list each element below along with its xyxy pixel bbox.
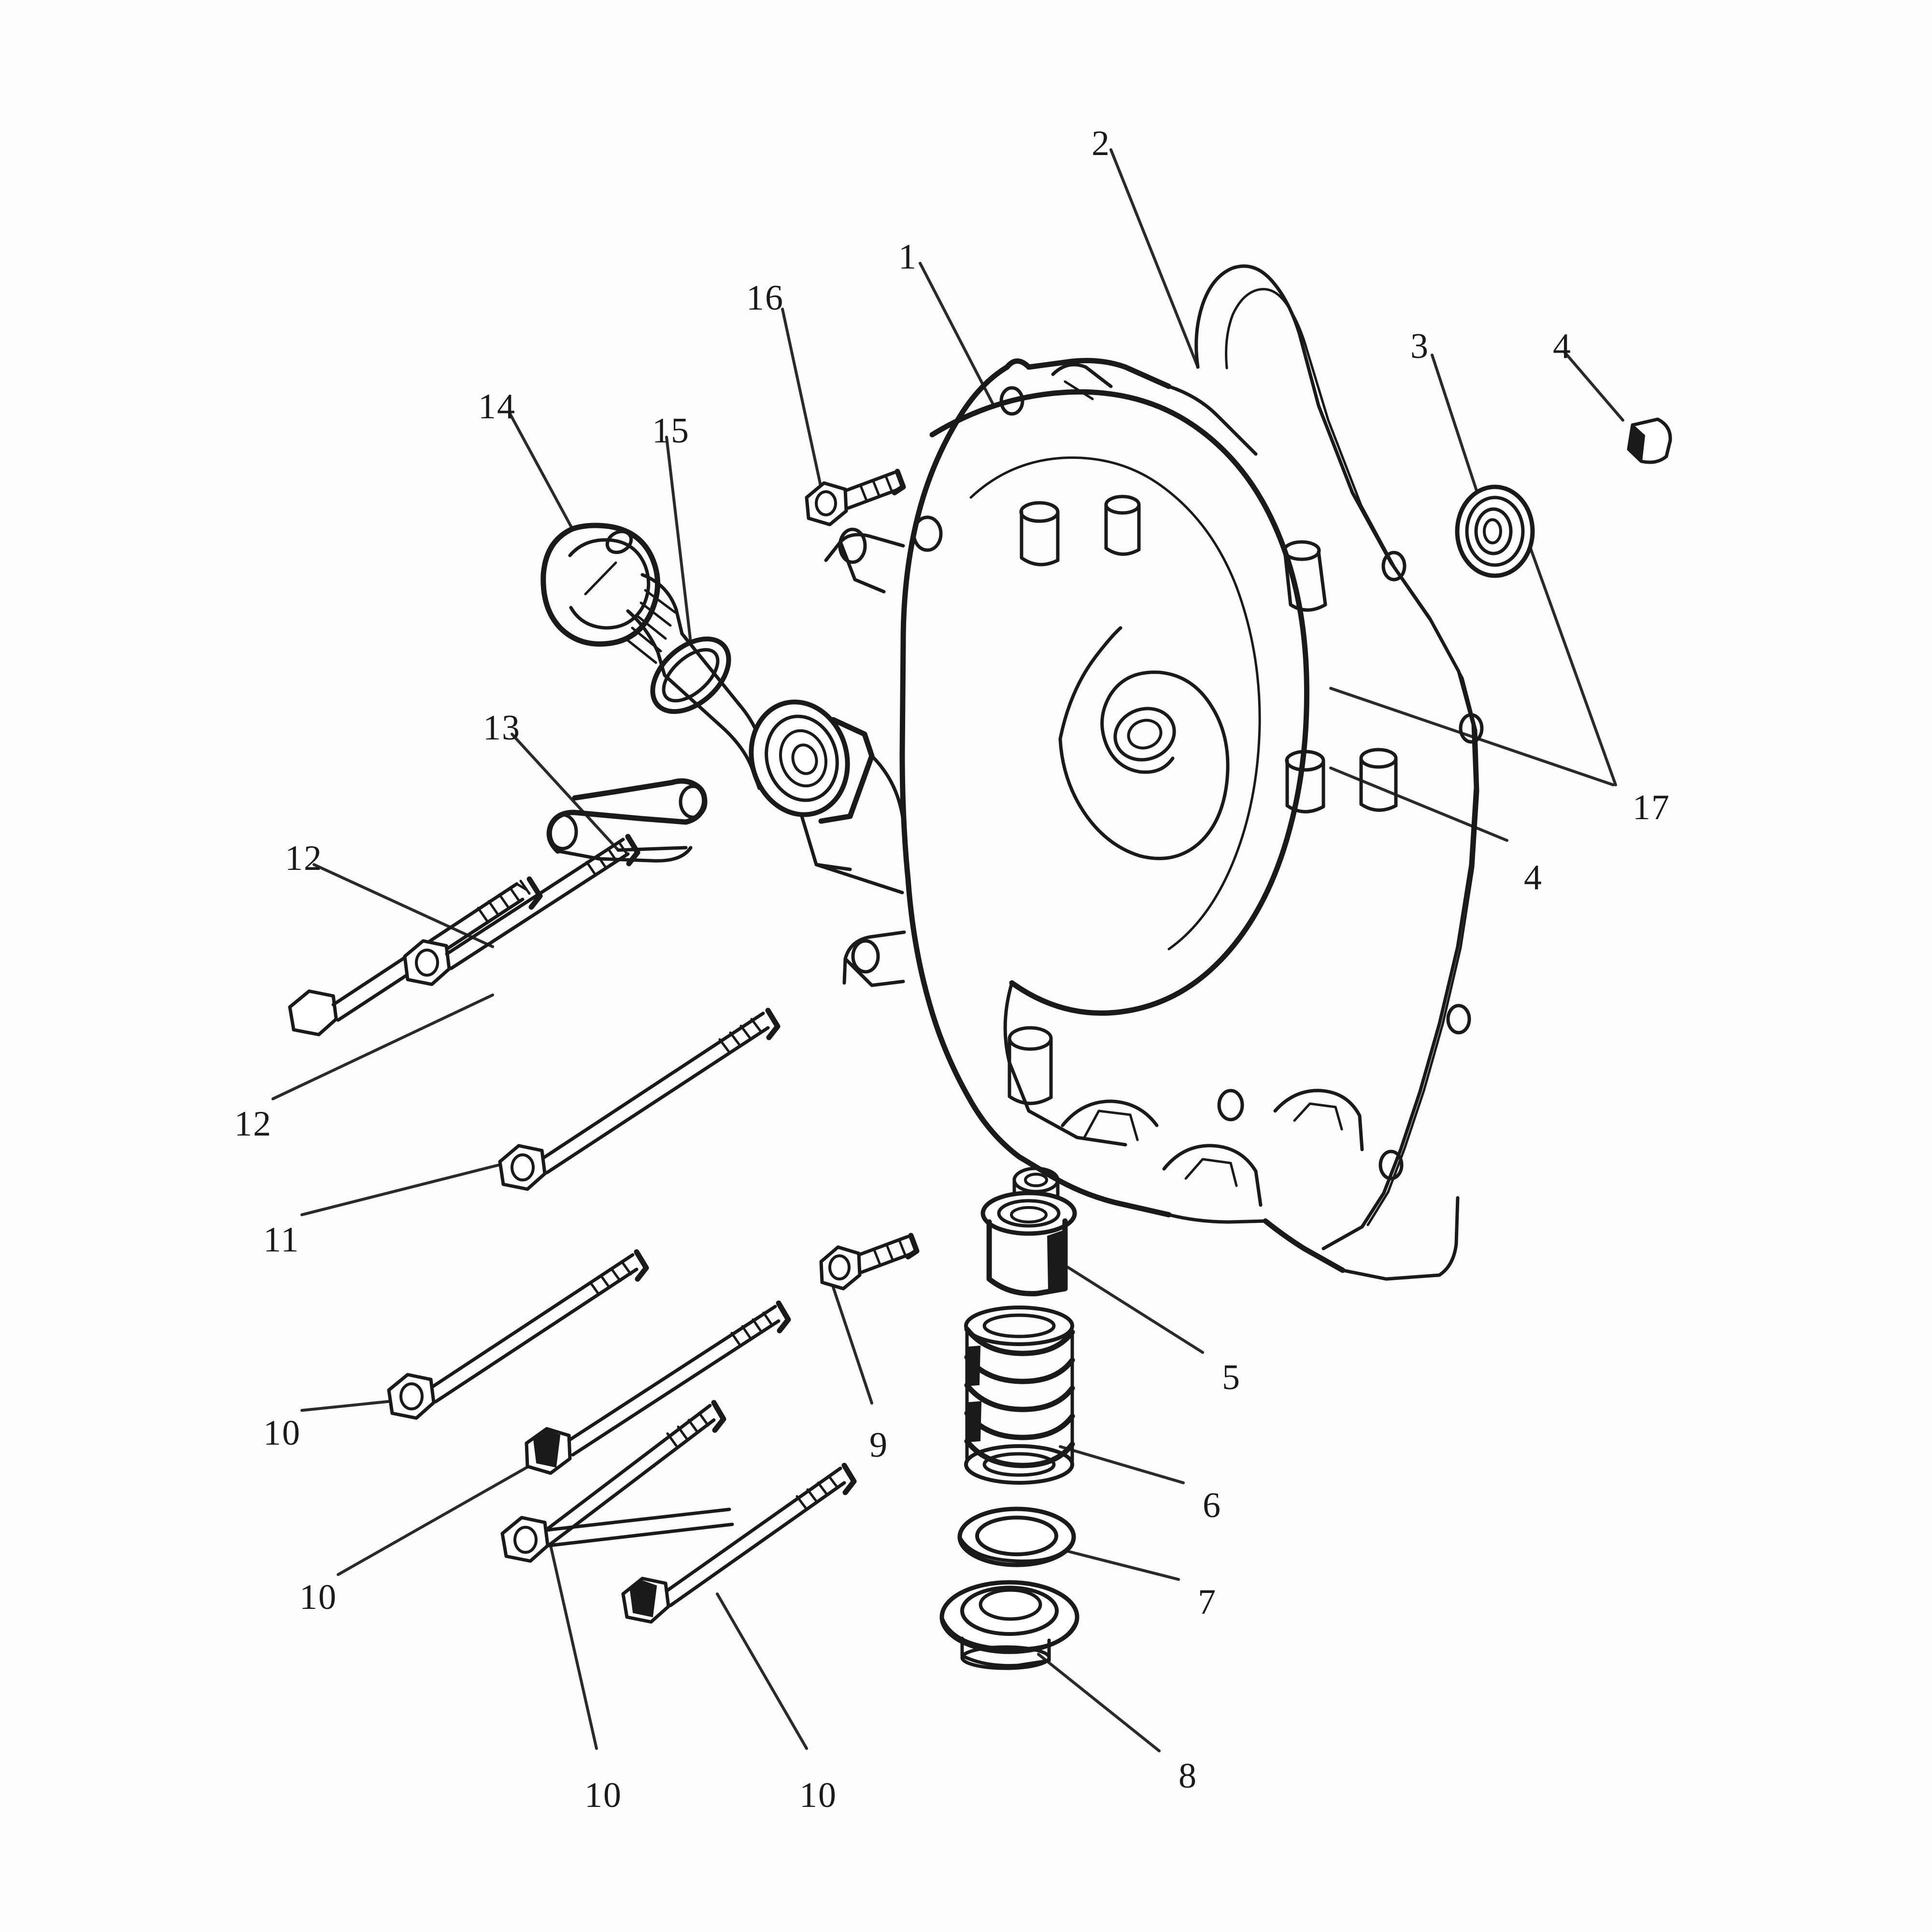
oil-pipe-bracket-part13 [546,778,708,863]
flange-bolt-16 [805,469,906,526]
callout-flange-bolt-long-11: 11 [263,1220,300,1260]
callout-flange-bolt-long-10: 10 [584,1776,622,1815]
callout-oil-seal-3: 3 [1410,327,1429,366]
crankcase-cover-body [824,358,1460,1281]
oil-filler-cap-dipstick-part14 [540,523,769,790]
callout-flange-bolt-short-16: 16 [746,278,784,318]
callout-dowel-pin-4: 4 [1553,327,1572,366]
callout-dowel-pin-4: 4 [1524,858,1543,897]
callout-locating-pin-17: 17 [1633,788,1670,827]
callout-flange-bolt-long-10: 10 [299,1577,337,1617]
flange-bolt-12a [288,876,543,1037]
flange-bolt-10b [525,1300,791,1475]
callout-flange-bolt-medium-12: 12 [234,1104,272,1144]
callout-flange-bolt-long-10: 10 [263,1413,301,1453]
callout-flange-bolt-medium-12: 12 [285,838,323,878]
oil-filler-neck [749,699,905,895]
callout-relief-valve-spring-6: 6 [1203,1486,1222,1525]
callout-relief-valve-cap-5: 5 [1222,1358,1241,1397]
relief-valve-plug-part8 [939,1580,1080,1670]
callout-crankcase-cover-gasket-2: 2 [1092,124,1110,163]
crankcase-cover-gasket [1194,264,1484,1250]
relief-valve-spring-part6 [964,1306,1075,1485]
relief-valve-cap-part5 [980,1191,1077,1296]
cover-bolt-holes [912,386,1244,1122]
dowel-pin-part4 [1627,417,1672,464]
flange-bolt-10a [387,1249,649,1420]
flange-bolt-9 [819,1233,920,1291]
callout-relief-valve-plug-8: 8 [1179,1756,1197,1796]
o-ring-part15 [650,636,731,714]
flange-bolt-10c [500,1400,734,1563]
dipstick-threads [626,589,677,664]
callout-flange-bolt-long-10: 10 [799,1776,837,1815]
flange-bolt-10d [621,1463,857,1624]
leader-lines [271,148,1624,1752]
relief-valve-washer-part7 [957,1506,1076,1567]
callout-flange-bolt-short-9: 9 [869,1425,888,1465]
flange-bolt-12b [403,834,640,986]
callout-oil-filler-cap-dipstick-14: 14 [478,387,516,426]
callout-relief-valve-washer-7: 7 [1198,1582,1217,1622]
oil-seal-part3 [1455,484,1535,578]
callout-oil-pipe-bracket-13: 13 [483,708,521,748]
flange-bolt-11 [498,1008,781,1191]
callout-o-ring-15: 15 [652,411,690,451]
callout-crankcase-cover-1: 1 [898,237,917,277]
